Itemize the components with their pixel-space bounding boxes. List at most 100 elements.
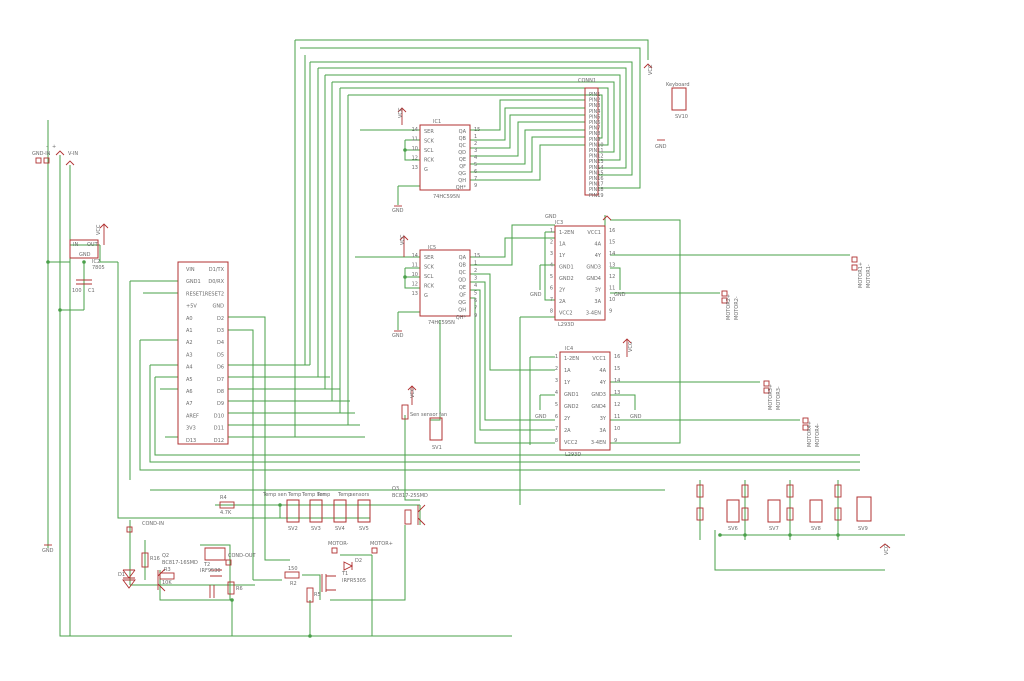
- pad-cond-in: [126, 526, 133, 533]
- ic1-left-num-0: 14: [412, 127, 418, 133]
- ic4-body: [559, 351, 611, 451]
- motor-minus-label: MOTOR-: [328, 541, 349, 547]
- ic5-left-num-1: 11: [412, 263, 418, 269]
- pad-motor-plus: [371, 547, 378, 554]
- vcc-arrow-4: [602, 215, 612, 221]
- vcc-arrow-1: [99, 223, 109, 245]
- ic4-left-pin-7: VCC2: [564, 440, 578, 446]
- conn-pin-label-5: PIN6: [589, 120, 600, 126]
- ic3-left-pin-3: GND1: [559, 265, 574, 271]
- sv8-name: SV8: [811, 526, 821, 532]
- motor4-minus-label: MOTOR4-: [815, 423, 821, 447]
- arduino-left-pin-11: A7: [186, 401, 193, 407]
- ic5-left-num-2: 10: [412, 272, 418, 278]
- ic3-right-pin-5: 3Y: [595, 288, 602, 294]
- gnd-kbd-label: GND: [655, 144, 667, 150]
- ic5-right-num-1: 1: [474, 261, 477, 267]
- vcc-arrow-8: [879, 543, 891, 549]
- ic1-right-num-5: 5: [474, 162, 477, 168]
- motor1-minus-label: MOTOR1-: [866, 264, 872, 288]
- temp-label-2: Temp: [316, 492, 330, 498]
- sv1-name: SV1: [432, 445, 442, 451]
- conn-pin-label-4: PIN5: [589, 114, 600, 120]
- ic3-left-num-2: 3: [550, 251, 553, 257]
- vcc-arrow-6: [407, 385, 417, 405]
- arduino-left-pin-12: AREF: [186, 413, 199, 419]
- vcc-label-6: VCC: [648, 64, 654, 75]
- resistor-q3: [404, 509, 412, 525]
- arduino-left-pin-14: D13: [186, 438, 196, 444]
- ic5-name: IC5: [428, 245, 436, 251]
- arduino-left-pin-1: GND1: [186, 279, 201, 285]
- sv9-name: SV9: [858, 526, 868, 532]
- arduino-body: [177, 261, 229, 445]
- pad-motor3-plus: [763, 380, 770, 387]
- arduino-right-pin-0: D1/TX: [209, 267, 225, 273]
- ic1-left-pin-2: SCL: [424, 148, 434, 154]
- vcc-symbols: [44, 63, 891, 549]
- resistor-r2: [284, 571, 300, 579]
- t1-part: IRFR5305: [342, 578, 366, 584]
- ic3-right-pin-6: 3A: [594, 299, 601, 305]
- capacitor-c1: [76, 279, 92, 285]
- ic4-right-pin-7: 3-4EN: [591, 440, 606, 446]
- vcc-arrow-10: [65, 160, 75, 166]
- conn-pin-label-18: PIN19: [589, 193, 604, 199]
- ic3-left-num-0: 1: [550, 228, 553, 234]
- ic3-right-pin-4: GND4: [586, 276, 601, 282]
- diode-d1: [122, 569, 136, 579]
- arduino-right-pin-6: D4: [217, 340, 224, 346]
- ic4-right-pin-2: 4Y: [600, 380, 607, 386]
- transistor-q2: [157, 568, 166, 592]
- sv9-header: [856, 496, 872, 522]
- temp-sen-label-2: Temp sen: [301, 492, 326, 498]
- ic1-left-pin-1: SCK: [424, 139, 435, 145]
- vcc-arrow-5: [622, 338, 632, 357]
- ic2-name: IC2: [92, 259, 100, 265]
- ic5-right-num-3: 3: [474, 276, 477, 282]
- pad-motor2-minus: [721, 297, 728, 304]
- ic5-right-num-8: 9: [474, 313, 477, 319]
- ic1-right-num-4: 4: [474, 155, 477, 161]
- ic3-body: [554, 225, 606, 321]
- arduino-left-pin-5: A1: [186, 328, 193, 334]
- arduino-left-pin-9: A5: [186, 377, 193, 383]
- sv2-name: SV2: [288, 526, 298, 532]
- q2-part: BC817-16SMD: [162, 560, 198, 566]
- ic1-right-pin-6: QG: [458, 171, 466, 177]
- ic3-right-pin-7: 3-4EN: [586, 311, 601, 317]
- gnd-ic3-b: GND: [614, 292, 626, 298]
- ic3-right-num-2: 14: [609, 251, 615, 257]
- ic3-left-num-5: 6: [550, 286, 553, 292]
- ic3-left-pin-7: VCC2: [559, 311, 573, 317]
- pad-motor1-minus: [851, 264, 858, 271]
- sv1-header: [429, 417, 443, 441]
- conn-pin-label-6: PIN7: [589, 126, 600, 132]
- resistor-r4: [219, 501, 235, 509]
- vcc-arrow-2: [397, 107, 407, 125]
- vcc-arrow-3: [399, 235, 409, 257]
- ic1-right-pin-1: QB: [459, 136, 467, 142]
- arduino-right-pin-14: D12: [214, 438, 224, 444]
- ic1-body: [419, 124, 471, 191]
- motor4-plus-label: MOTOR4+: [807, 421, 813, 447]
- ic3-right-pin-0: VCC1: [587, 230, 601, 236]
- ic4-right-pin-4: GND4: [591, 404, 606, 410]
- arduino-right-pin-12: D10: [214, 413, 224, 419]
- ic4-left-pin-6: 2A: [564, 428, 571, 434]
- ic3-left-num-6: 7: [550, 297, 553, 303]
- ic4-part: L293D: [565, 452, 581, 458]
- diode-d2: [122, 579, 136, 589]
- ic4-right-num-7: 9: [614, 438, 617, 444]
- ic1-name: IC1: [433, 119, 441, 125]
- temp-label-3: Temp: [337, 492, 351, 498]
- ic5-right-pin-4: QE: [459, 285, 466, 291]
- ic4-right-pin-5: 3Y: [600, 416, 607, 422]
- gnd-conn-label: GND: [545, 214, 557, 220]
- ic3-left-pin-5: 2Y: [559, 288, 566, 294]
- resistor-sv1: [401, 404, 409, 420]
- pad-cond-out: [225, 559, 232, 566]
- ic5-right-pin-1: QB: [459, 263, 467, 269]
- ic1-right-num-2: 2: [474, 141, 477, 147]
- d1-name: D1: [118, 572, 125, 578]
